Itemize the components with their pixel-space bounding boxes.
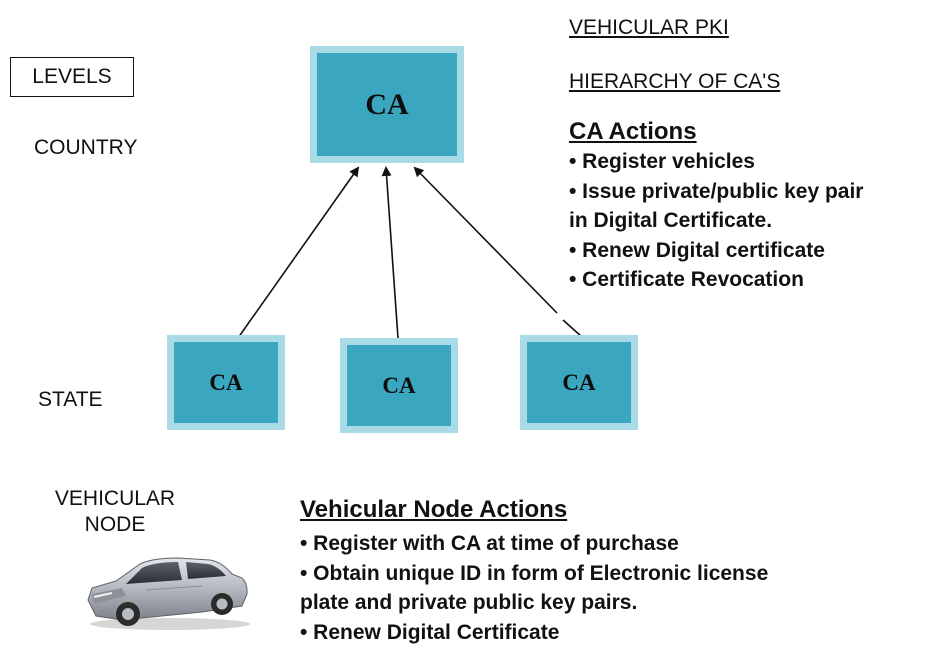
level-vehicular-node-line-1: VEHICULAR <box>54 487 176 510</box>
car-icon <box>87 557 250 630</box>
ca-state-box-3: CA <box>520 335 638 430</box>
diagram-subtitle: HIERARCHY OF CA'S <box>569 70 781 93</box>
ca-action-item: in Digital Certificate. <box>569 209 773 232</box>
level-vehicular-node-label: VEHICULAR NODE <box>40 486 190 538</box>
node-action-item: plate and private public key pairs. <box>300 591 638 614</box>
level-state-label: STATE <box>38 388 103 411</box>
diagram-title: VEHICULAR PKI <box>569 16 729 39</box>
ca-action-item: • Issue private/public key pair <box>569 179 864 203</box>
arrow-right-child-to-root <box>413 166 558 314</box>
level-vehicular-node-line-2: NODE <box>84 513 146 536</box>
arrow-middle-child-to-root <box>381 166 399 339</box>
node-actions-list: • Register with CA at time of purchase •… <box>300 529 768 647</box>
arrow-left-child-to-root <box>237 166 360 339</box>
node-actions-title: Vehicular Node Actions <box>300 496 568 523</box>
node-action-item: • Renew Digital Certificate <box>300 620 560 644</box>
node-action-item: • Obtain unique ID in form of Electronic… <box>300 561 769 585</box>
node-action-item: • Register with CA at time of purchase <box>300 532 679 555</box>
ca-action-item: • Certificate Revocation <box>569 268 804 291</box>
ca-action-item: • Register vehicles <box>569 150 755 173</box>
arrow-right-child-tail <box>562 319 583 338</box>
ca-state-box-1: CA <box>167 335 285 430</box>
ca-root-box: CA <box>310 46 464 163</box>
ca-action-item: • Renew Digital certificate <box>569 238 825 262</box>
ca-state-box-2: CA <box>340 338 458 433</box>
ca-actions-list: • Register vehicles • Issue private/publ… <box>569 147 863 295</box>
levels-header: LEVELS <box>10 57 134 97</box>
level-country-label: COUNTRY <box>34 136 138 159</box>
ca-actions-title: CA Actions <box>569 118 697 145</box>
